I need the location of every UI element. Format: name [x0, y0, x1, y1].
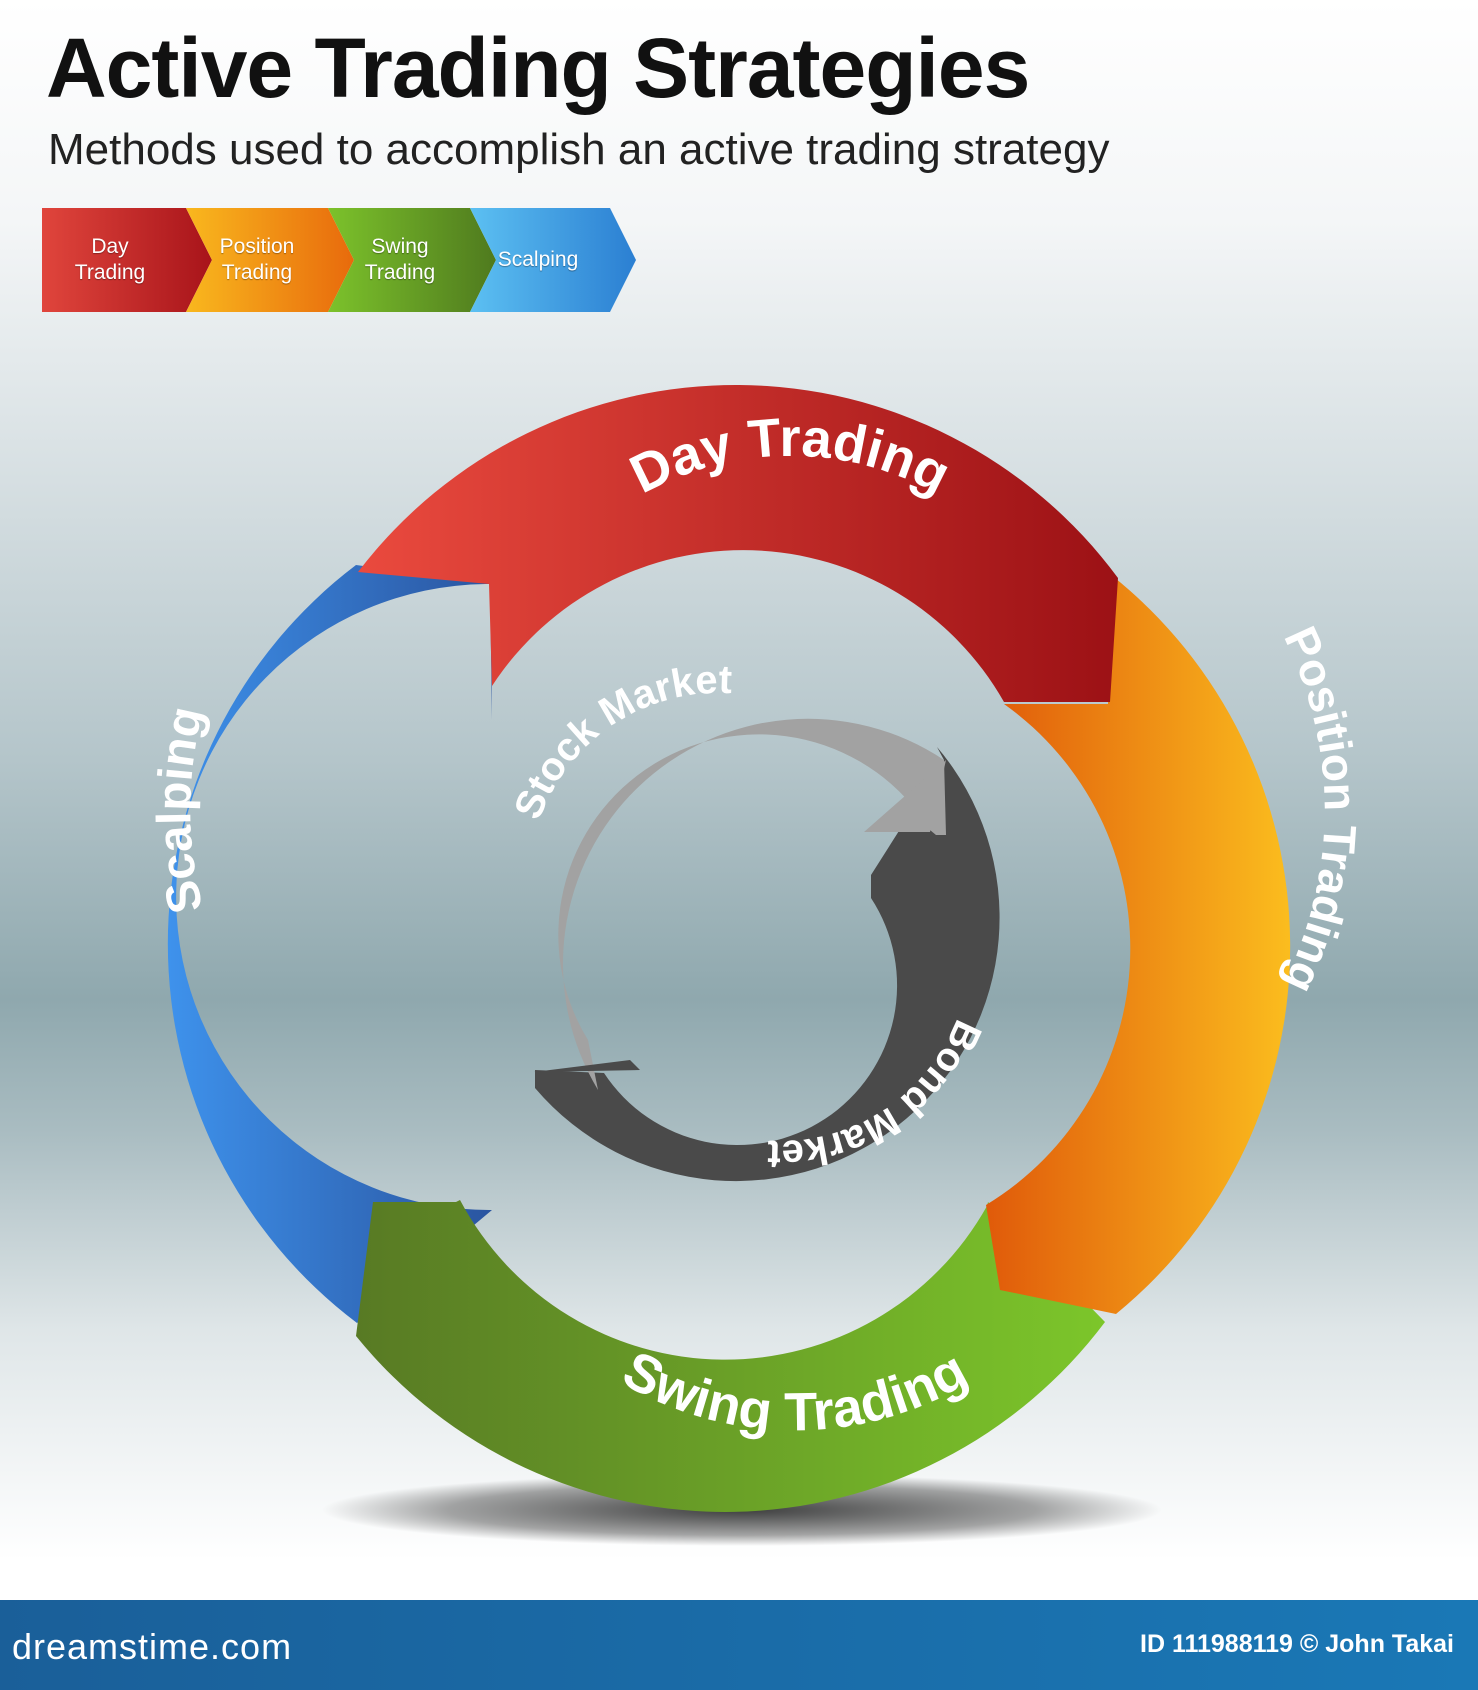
page-subtitle: Methods used to accomplish an active tra…: [48, 125, 1110, 174]
legend: Day Trading Position Trading Swing Tradi…: [40, 204, 640, 320]
legend-label-scalping: Scalping: [497, 248, 579, 271]
legend-chevrons: [42, 208, 636, 312]
segment-position-trading: [986, 574, 1291, 1314]
legend-chevron-position-trading: [186, 208, 354, 312]
legend-chevron-scalping: [470, 208, 636, 312]
legend-label-swing-trading: Swing Trading: [364, 235, 436, 284]
segment-scalping: [167, 565, 492, 1323]
trading-cycle-diagram: Day Trading Scalping Position Trading Sw…: [148, 384, 1291, 1546]
segment-bond-market: [535, 747, 1000, 1182]
legend-chevron-swing-trading: [328, 208, 496, 312]
legend-label-position-trading: Position Trading: [219, 235, 295, 284]
legend-chevron-day-trading: [42, 208, 212, 312]
bond-market-arrow-head: [534, 1060, 640, 1072]
segment-swing-trading: [356, 1200, 1105, 1512]
page-title: Active Trading Strategies: [46, 21, 1030, 115]
label-scalping: Scalping: [148, 702, 214, 918]
outer-ring: [167, 384, 1291, 1512]
footer-bar: dreamstime.com ID 111988119 © John Takai: [0, 1600, 1478, 1690]
legend-label-day-trading: Day Trading: [74, 235, 146, 284]
footer-brand: dreamstime.com: [12, 1626, 293, 1667]
segment-stock-market: [558, 718, 946, 1090]
footer-credit: ID 111988119 © John Takai: [1140, 1630, 1454, 1658]
segment-day-trading: [358, 384, 1118, 702]
inner-ring: [534, 718, 1000, 1182]
stock-market-arrow-head: [864, 760, 946, 832]
